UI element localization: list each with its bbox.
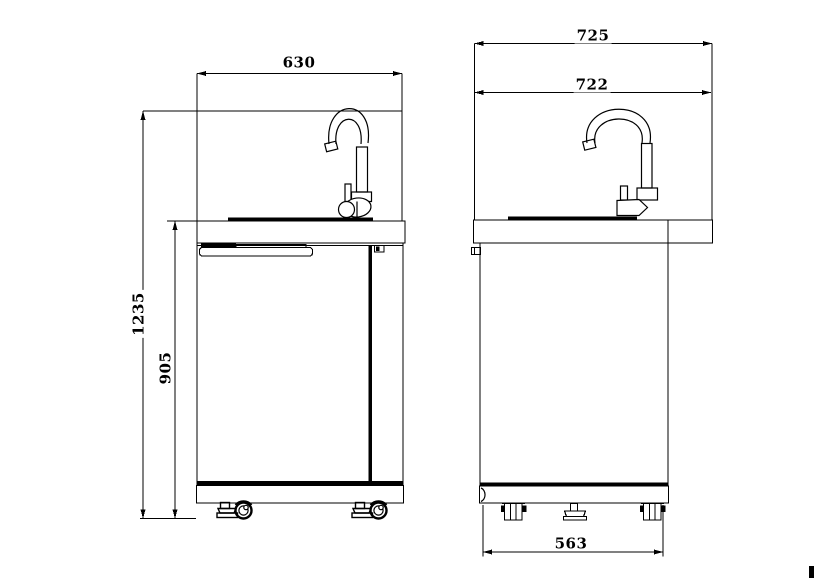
- door-bottom-bar: [197, 481, 403, 486]
- side-right-caster: [640, 502, 666, 521]
- dimension-label-overall-height: 1235: [129, 290, 148, 338]
- dimension-label-side-depth: 722: [573, 75, 611, 94]
- front-left-caster-wheel: [234, 500, 253, 520]
- side-hinge-clip: [471, 247, 481, 255]
- front-right-caster-wheel: [369, 500, 388, 520]
- corner-mark: [809, 566, 814, 578]
- side-view: [471, 41, 714, 557]
- front-sink-rim: [228, 217, 373, 221]
- side-casters: [501, 502, 666, 521]
- side-center-leveling-foot: [562, 502, 588, 521]
- door-handle: [198, 243, 314, 257]
- faucet-side: [581, 108, 659, 217]
- front-casters: [216, 500, 388, 520]
- plinth-drain-notch: [480, 487, 486, 503]
- overall-height-dimension: [140, 111, 196, 520]
- front-cabinet: [196, 243, 404, 486]
- side-cabinet: [471, 220, 669, 486]
- base-depth-dimension: [482, 505, 664, 557]
- front-view: [140, 71, 406, 520]
- front-plinth: [195, 484, 405, 504]
- side-left-caster: [501, 502, 527, 521]
- front-width-dimension: [197, 71, 402, 76]
- side-plinth: [478, 482, 670, 504]
- side-sink-rim: [508, 216, 637, 220]
- dimension-label-side-top-depth: 725: [574, 26, 612, 45]
- dimension-label-base-depth: 563: [552, 534, 590, 553]
- side-countertop: [472, 216, 714, 244]
- door-hinge: [374, 245, 385, 253]
- dimension-label-front-width: 630: [280, 53, 318, 72]
- front-countertop: [196, 217, 406, 244]
- door-edge-shadow: [368, 245, 372, 482]
- cabinet-height-dimension: [167, 220, 197, 519]
- dimension-label-cabinet-height: 905: [156, 349, 175, 387]
- side-depth-dimension: [474, 90, 711, 95]
- faucet-front: [323, 108, 373, 219]
- front-backsplash: [196, 73, 403, 221]
- side-top-depth-dimension: [474, 41, 712, 46]
- side-backsplash: [473, 43, 713, 220]
